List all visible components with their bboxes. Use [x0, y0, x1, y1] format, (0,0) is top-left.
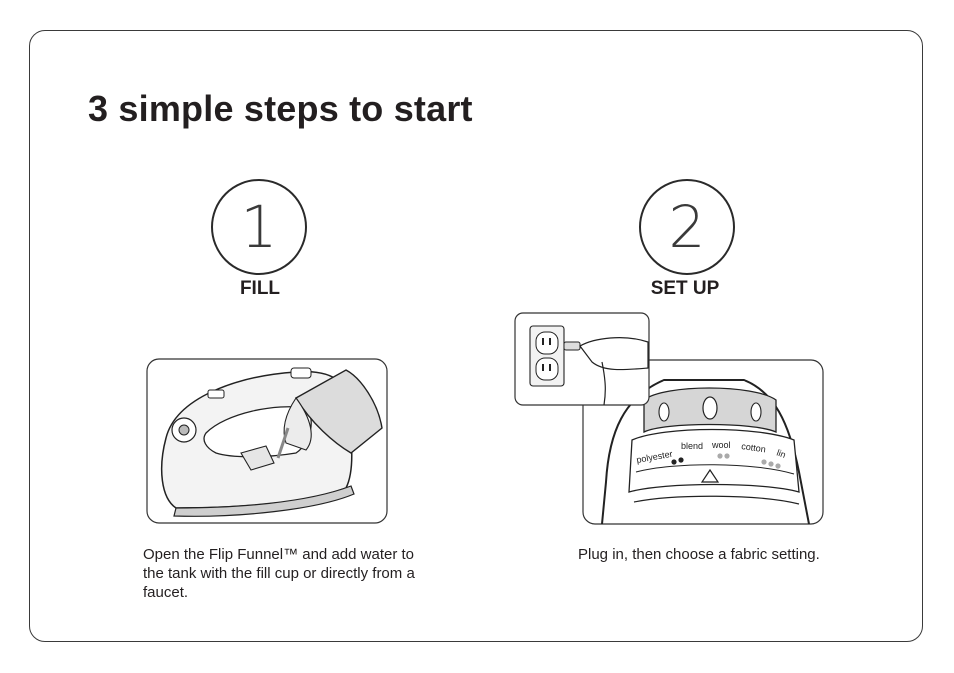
dial-label-blend: blend	[681, 441, 703, 451]
step-1-label: FILL	[239, 278, 281, 299]
dial-label-wool: wool	[711, 440, 731, 450]
page-title: 3 simple steps to start	[88, 88, 473, 129]
iron-fill-illustration	[146, 358, 388, 524]
dial-label-cotton: cotton	[741, 441, 767, 454]
step-2-number: 2	[668, 193, 706, 261]
step-2-number-circle: 2	[639, 179, 735, 275]
steps-card	[29, 30, 923, 642]
step-1-description: Open the Flip Funnel™ and add water to t…	[143, 546, 415, 601]
step-1-number-circle: 1	[211, 179, 307, 275]
plug-and-dial-illustration: polyester blend wool cotton lin	[514, 312, 824, 525]
step-2-label: SET UP	[650, 278, 720, 299]
dial-label-lin: lin	[775, 447, 787, 459]
step-1-number: 1	[240, 193, 278, 261]
step-2-description: Plug in, then choose a fabric setting.	[578, 546, 820, 563]
